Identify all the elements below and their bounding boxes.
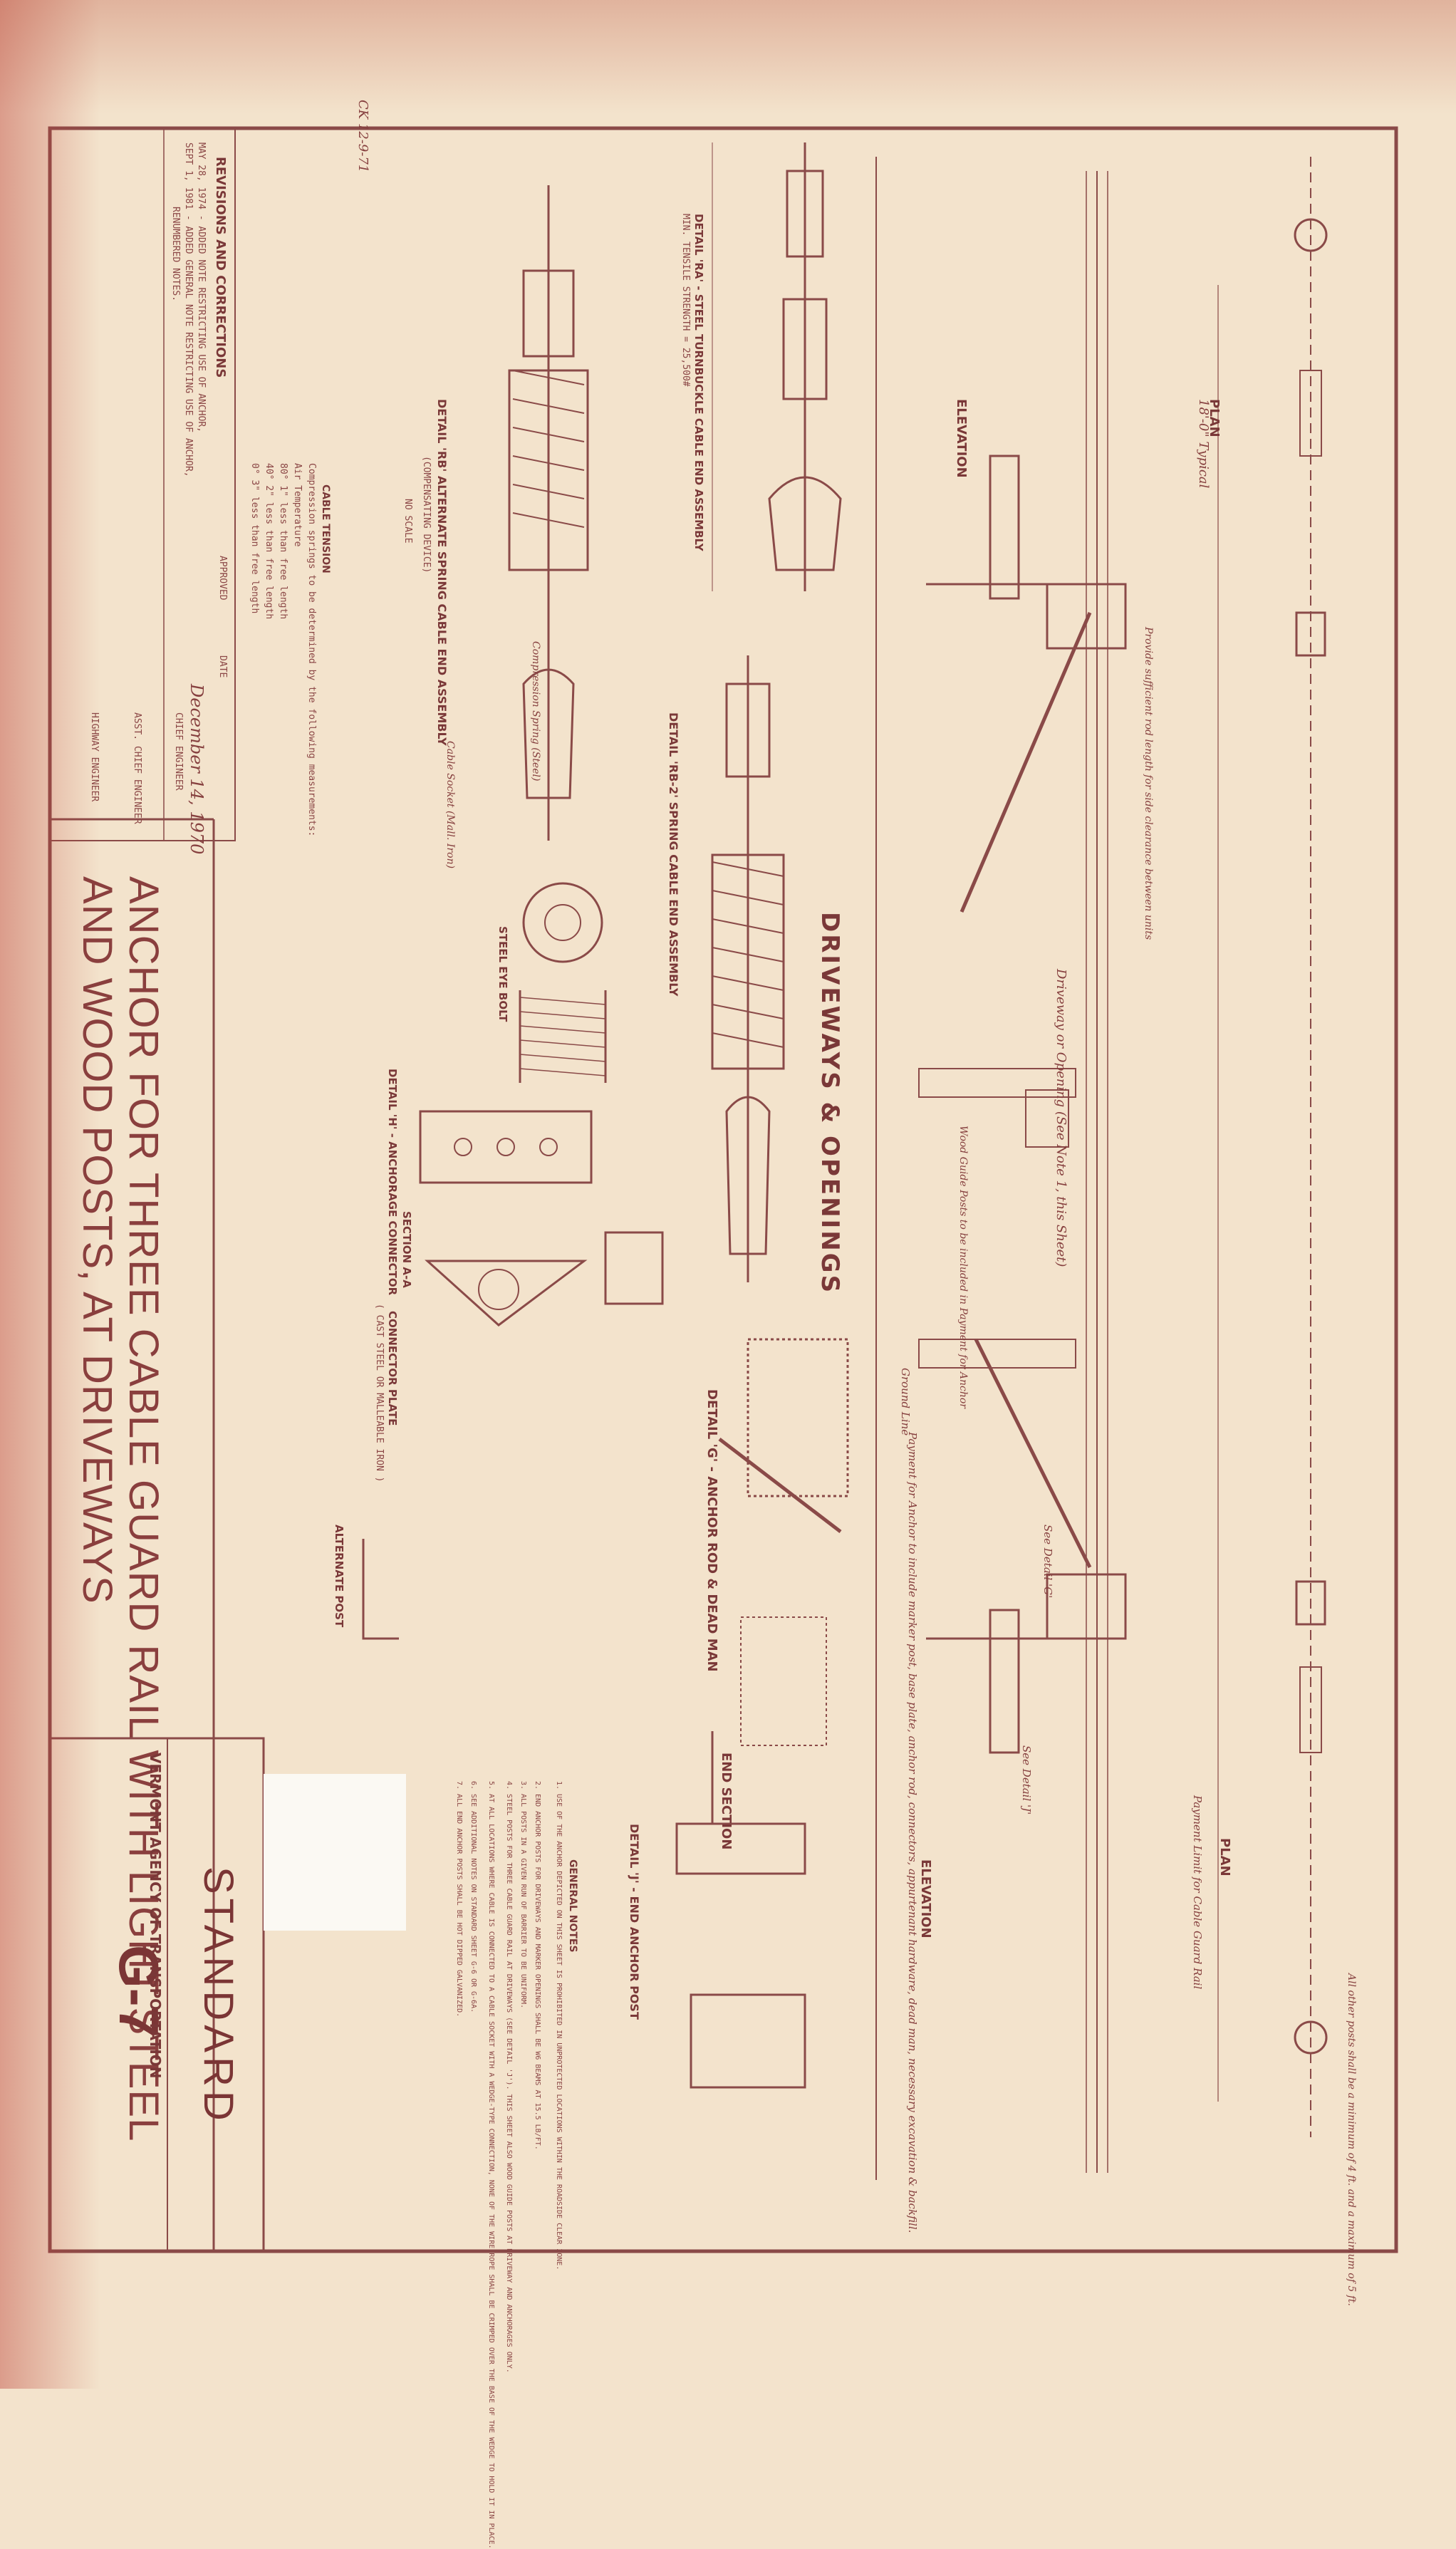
revision-entry: MAY 28, 1974 - ADDED NOTE RESTRICTING US…: [196, 142, 207, 432]
general-notes-heading: GENERAL NOTES: [567, 1859, 578, 1953]
detail-g-caption: DETAIL 'G' - ANCHOR ROD & DEAD MAN: [704, 1389, 719, 1672]
cable-tension-row: 80° 1" less than free length: [278, 463, 288, 620]
revision-entry: RENUMBERED NOTES.: [170, 207, 181, 302]
detail-rb-drawing: [508, 185, 589, 841]
typical-dimension: 18'-0" Typical: [1196, 399, 1211, 489]
detail-ra-sub: MIN. TENSILE STRENGTH = 25,500#: [680, 214, 691, 387]
general-note: 6. SEE ADDITIONAL NOTES ON STANDARD SHEE…: [469, 1781, 477, 2013]
cable-tension-row: Air Temperature: [292, 463, 303, 547]
connector-plate-sub: ( CAST STEEL OR MALLEABLE IRON ): [374, 1304, 385, 1483]
elevation-view: [875, 157, 1127, 2180]
alternate-post-drawing: [362, 1539, 399, 1640]
standard-label: STANDARD: [195, 1867, 241, 2125]
see-detail-g: See Detail 'G': [1041, 1525, 1054, 1599]
cable-tension-heading: CABLE TENSION: [320, 484, 331, 573]
age-stain-top: [0, 0, 1456, 114]
detail-rb2-caption: DETAIL 'RB-2' SPRING CABLE END ASSEMBLY: [667, 712, 680, 997]
general-note: 7. ALL END ANCHOR POSTS SHALL BE HOT DIP…: [455, 1781, 463, 2018]
clearance-note: Provide sufficient rod length for side c…: [1143, 627, 1154, 940]
signer-asst: ASST. CHIEF ENGINEER: [132, 712, 142, 824]
drawing-sheet: [48, 126, 1398, 2253]
alternate-post-caption: ALTERNATE POST: [333, 1525, 345, 1628]
cable-tension-row: 0° 3" less than free length: [249, 463, 260, 614]
compression-spring-label: Compression Spring (Steel): [530, 641, 541, 782]
detail-g-drawing: [718, 1338, 849, 1746]
detail-h-caption: DETAIL 'H' - ANCHORAGE CONNECTOR: [386, 1069, 399, 1296]
steel-eye-bolt-caption: STEEL EYE BOLT: [496, 926, 509, 1022]
wood-guide-posts-note: Wood Guide Posts to be included in Payme…: [957, 1126, 969, 1409]
cable-tension-text: Compression springs to be determined by …: [306, 463, 317, 837]
see-detail-j: See Detail 'J': [1020, 1745, 1033, 1815]
no-scale-rb: NO SCALE: [402, 499, 413, 544]
signer-chief: CHIEF ENGINEER: [173, 712, 184, 791]
detail-j-drawing: [675, 1731, 806, 2089]
general-note: 3. ALL POSTS IN A GIVEN RUN OF BARRIER T…: [519, 1781, 527, 2009]
detail-ra-drawing: [712, 142, 842, 591]
general-note: 1. USE OF THE ANCHOR DEPICTED ON THIS SH…: [555, 1781, 563, 2270]
revisions-heading: REVISIONS AND CORRECTIONS: [213, 157, 228, 378]
agency-name: VERMONT AGENCY OF TRANSPORTATION: [147, 1753, 164, 2079]
general-note: 5. AT ALL LOCATIONS WHERE CABLE IS CONNE…: [487, 1781, 495, 2549]
elevation-label-left: ELEVATION: [954, 399, 969, 478]
cable-socket-label: Cable Socket (Mall. Iron): [444, 741, 456, 869]
general-note: 4. STEEL POSTS FOR THREE CABLE GUARD RAI…: [505, 1781, 513, 2373]
driveway-callout: Driveway or Opening (See Note 1, this Sh…: [1054, 969, 1068, 1267]
ground-line-label: Ground Line: [899, 1368, 912, 1436]
date-value: December 14, 1970: [187, 684, 207, 855]
age-stain-left: [0, 0, 100, 2389]
date-label: DATE: [217, 655, 228, 678]
elevation-label-right: ELEVATION: [918, 1859, 933, 1938]
detail-rb2-drawing: [711, 655, 785, 1282]
approved-label: APPROVED: [217, 556, 228, 601]
detail-rb-caption: DETAIL 'RB' ALTERNATE SPRING CABLE END A…: [435, 399, 449, 746]
connector-plate-caption: CONNECTOR PLATE: [386, 1311, 399, 1426]
revision-block: [49, 128, 236, 841]
section-aa-caption: SECTION A-A: [400, 1211, 413, 1288]
end-section-label: END SECTION: [719, 1753, 734, 1850]
all-other-posts-note: All other posts shall be a minimum of 4 …: [1346, 1973, 1357, 2306]
plan-label-right: PLAN: [1217, 1838, 1232, 1876]
general-note: 2. END ANCHOR POSTS FOR DRIVEWAYS AND MA…: [534, 1781, 541, 2150]
tape-patch: [264, 1774, 406, 1931]
detail-j-caption: DETAIL 'J' - END ANCHOR POST: [628, 1824, 641, 2020]
payment-limit-note: Payment Limit for Cable Guard Rail: [1191, 1795, 1204, 1990]
steel-eye-bolt-drawing: [519, 882, 607, 1083]
main-heading: DRIVEWAYS & OPENINGS: [816, 912, 844, 1295]
signer-highway: HIGHWAY ENGINEER: [89, 712, 100, 802]
payment-anchor-note: Payment for Anchor to include marker pos…: [906, 1432, 919, 2233]
revision-entry: SEPT 1, 1981 - ADDED GENERAL NOTE RESTRI…: [183, 142, 194, 477]
detail-ra-caption: DETAIL 'RA' - STEEL TURNBUCKLE CABLE END…: [692, 214, 705, 551]
handwritten-ref: CK 12-9-71: [355, 100, 370, 173]
sheet-title-line2: AND WOOD POSTS, AT DRIVEWAYS: [74, 876, 120, 1604]
plan-view: [1086, 157, 1328, 2173]
detail-rb-sub: (COMPENSATING DEVICE): [421, 456, 432, 573]
cable-tension-row: 40° 2" less than free length: [264, 463, 274, 620]
detail-h-drawing: [419, 1110, 664, 1327]
